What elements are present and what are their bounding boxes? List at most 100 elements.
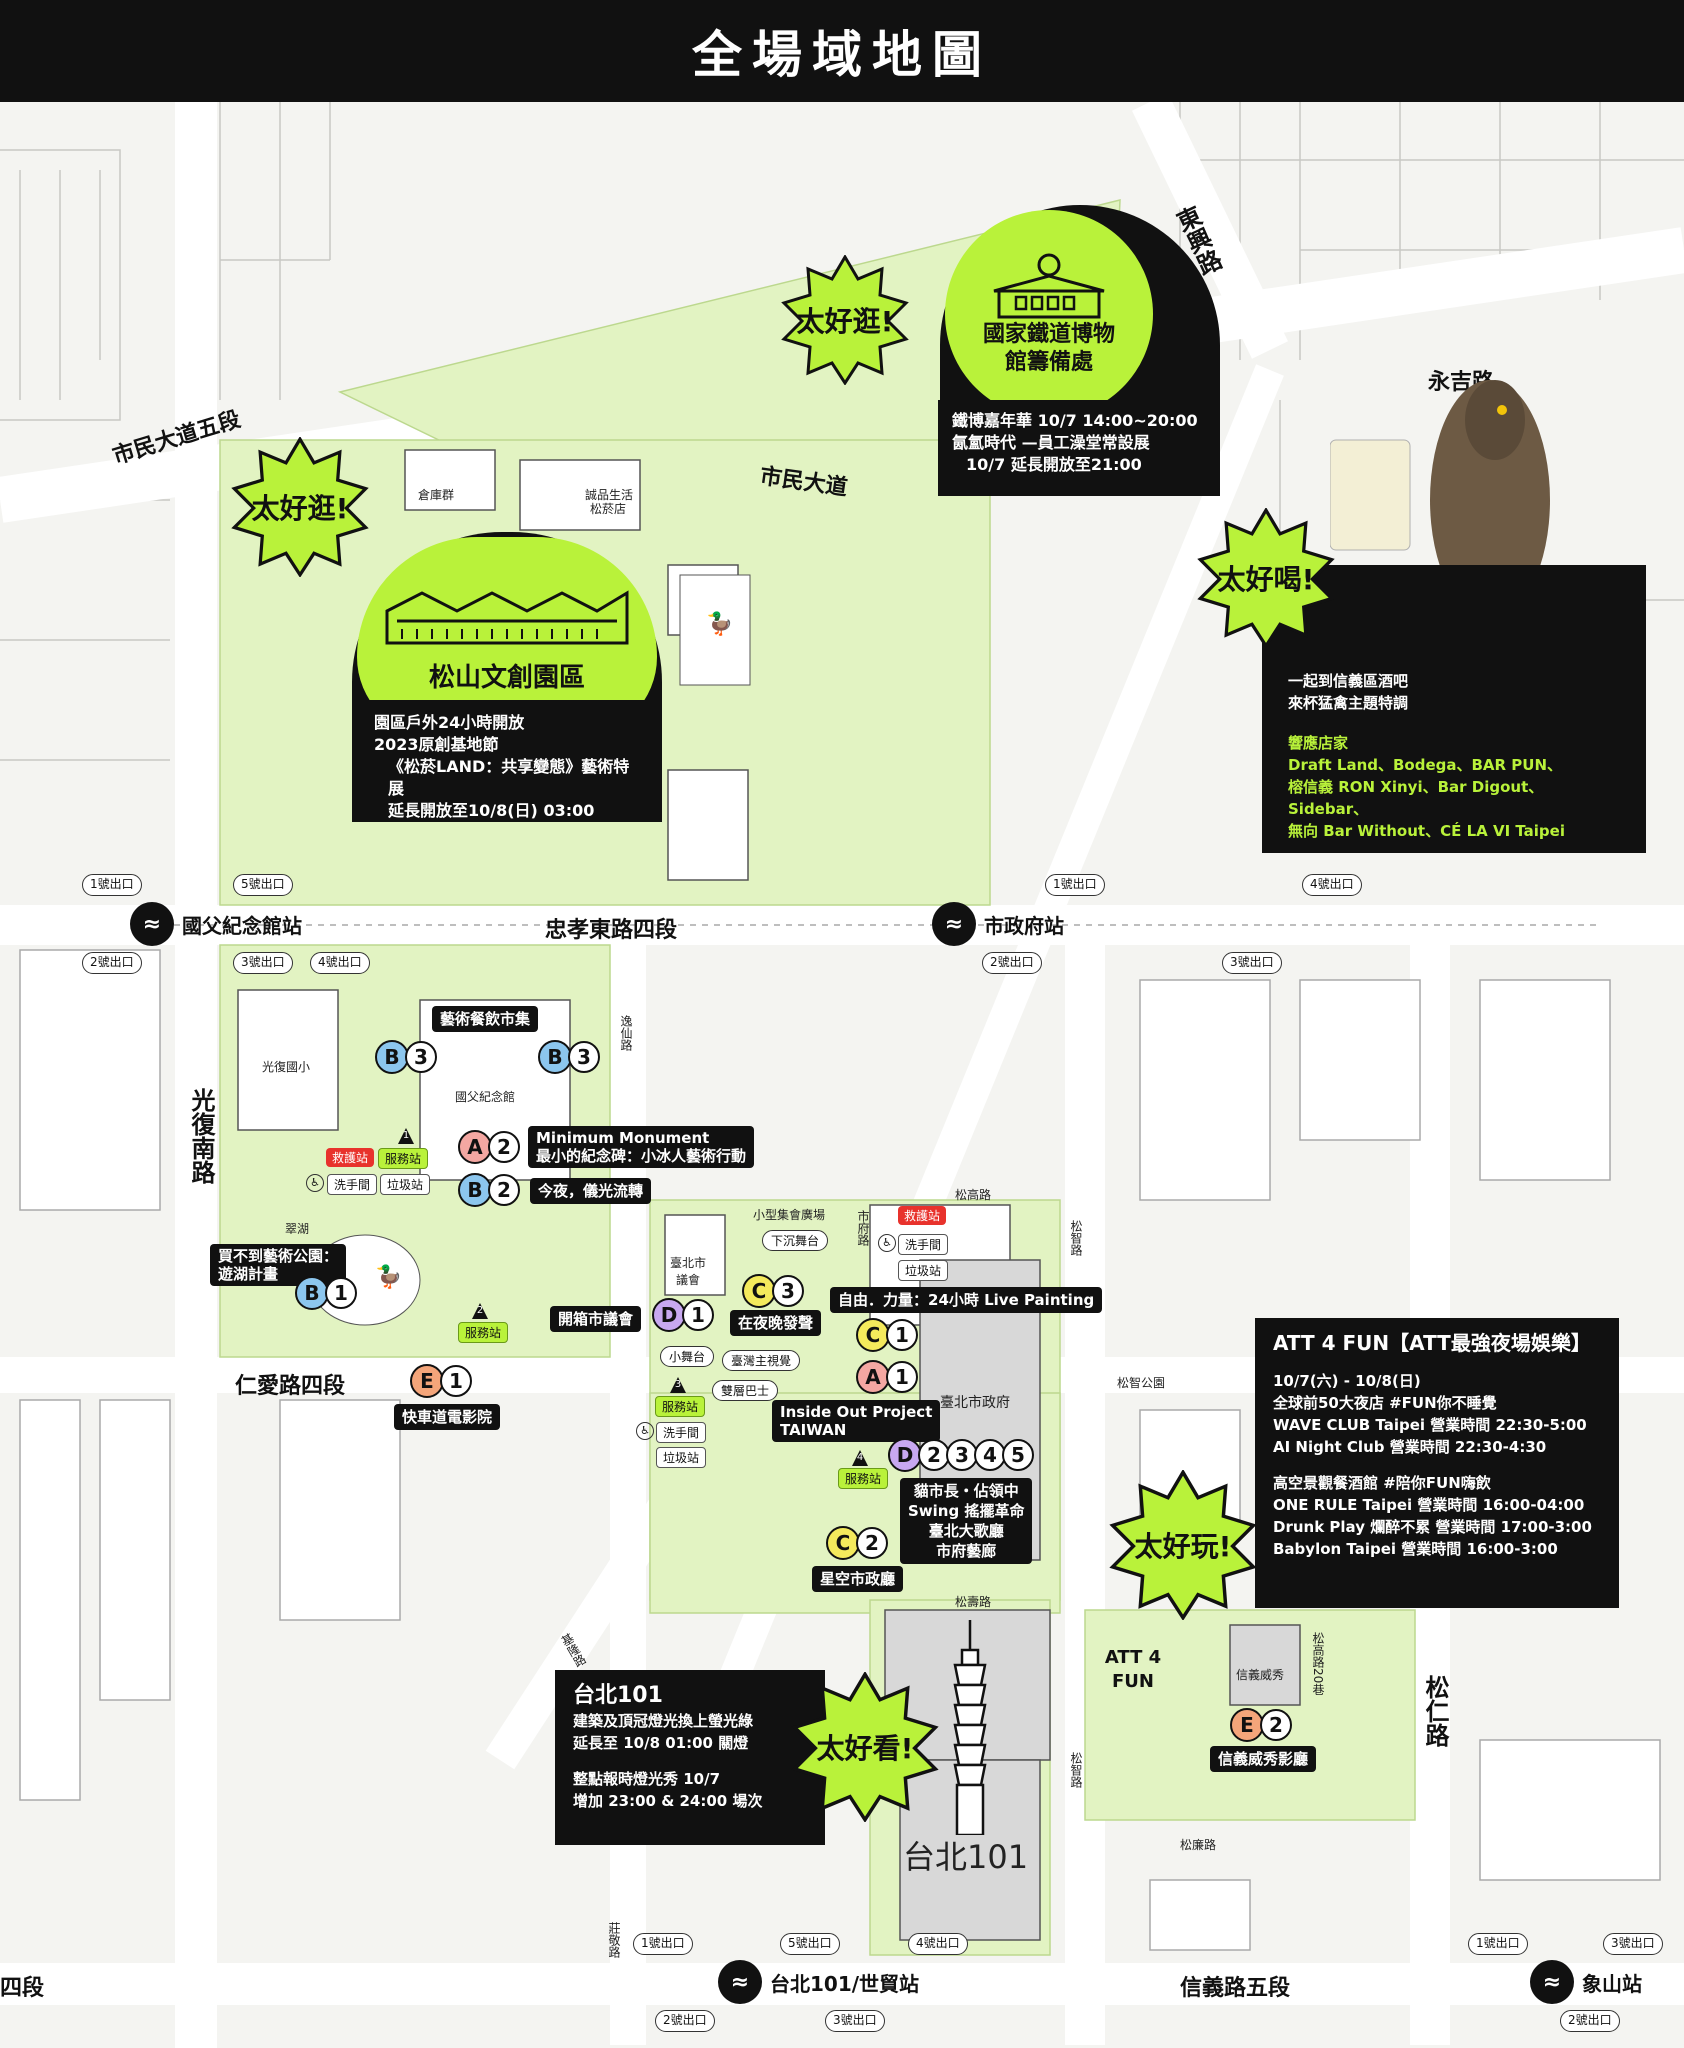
street-xinyi-5: 信義路五段	[1180, 1976, 1291, 2001]
point-C3[interactable]: C 3	[742, 1274, 804, 1308]
street-songren: 松仁路	[1421, 1675, 1449, 1747]
badge-number: 2	[856, 1527, 888, 1559]
badge-number: 1	[325, 1277, 357, 1309]
point-B3-right[interactable]: B 3	[538, 1040, 600, 1074]
badge-letter: A	[856, 1360, 890, 1394]
exit-label: 1號出口	[1045, 874, 1105, 896]
bar-line1: 一起到信義區酒吧	[1288, 672, 1409, 690]
point-C1[interactable]: C 1	[856, 1318, 918, 1352]
badge-letter: D	[888, 1438, 922, 1472]
rail-museum-line3: 10/7 延長開放至21:00	[966, 455, 1142, 474]
badge-number: 2	[918, 1439, 950, 1471]
station-name: 台北101/世貿站	[770, 1971, 920, 1996]
badge-letter: E	[410, 1364, 444, 1398]
d-program-list[interactable]: 貓市長・佔領中 Swing 搖擺革命 臺北大歌廳 市府藝廊	[900, 1478, 1033, 1564]
att-l8: Babylon Taipei 營業時間 16:00-3:00	[1273, 1540, 1558, 1558]
trash-label[interactable]: 垃圾站	[656, 1447, 707, 1468]
lake-tour-label[interactable]: 買不到藝術公園： 遊湖計畫	[210, 1244, 347, 1286]
star-hall-label[interactable]: 星空市政廳	[812, 1566, 904, 1592]
point-E2[interactable]: E 2	[1230, 1708, 1292, 1742]
min-monument-label[interactable]: Minimum Monument 最小的紀念碑：小冰人藝術行動	[528, 1126, 755, 1168]
fast-lane-cinema-label[interactable]: 快車道電影院	[394, 1404, 501, 1430]
badge-letter: B	[538, 1040, 572, 1074]
exit-label: 1號出口	[633, 1933, 693, 1955]
badge-number: 1	[682, 1299, 714, 1331]
point-C2[interactable]: C 2	[826, 1526, 888, 1560]
rescue-station[interactable]: 救護站	[898, 1206, 947, 1225]
songshan-line4: 延長開放至10/8(日) 03:00	[388, 801, 595, 820]
att-title: ATT 4 FUN【ATT最強夜場娛樂】	[1273, 1331, 1591, 1355]
xinyi-cinema-label[interactable]: 信義威秀影廳	[1210, 1746, 1317, 1772]
wheelchair-icon: ♿	[306, 1174, 324, 1192]
burst-stroll-rail: 太好逛!	[780, 255, 910, 385]
rescue-station[interactable]: 救護站	[326, 1148, 375, 1167]
night-voice-label[interactable]: 在夜晚發聲	[730, 1310, 822, 1336]
att-l4: AI Night Club 營業時間 22:30-4:30	[1273, 1438, 1547, 1456]
exit-label: 2號出口	[982, 952, 1042, 974]
badge-letter: E	[1230, 1708, 1264, 1742]
taiwan-vision-label: 臺灣主視覺	[722, 1350, 801, 1371]
service-station-3[interactable]: 服務站	[655, 1396, 706, 1417]
warehouse-label: 倉庫群	[418, 488, 455, 502]
point-B1[interactable]: B 1	[295, 1276, 357, 1310]
taipei101-info-box: 台北101 建築及頂冠燈光換上螢光綠 延長至 10/8 01:00 關燈 整點報…	[555, 1670, 825, 1845]
street-shifu: 市府路	[856, 1210, 870, 1246]
station-taipei101[interactable]: ≈ 台北101/世貿站	[718, 1960, 919, 2004]
songshan-name: 松山文創園區	[428, 662, 585, 693]
point-A2[interactable]: A 2	[458, 1130, 520, 1164]
street-guangfu-s: 光復南路	[187, 1088, 215, 1184]
station-city-hall[interactable]: ≈ 市政府站	[932, 902, 1064, 946]
bar-info-box: 一起到信義區酒吧 來杯猛禽主題特調 響應店家 Draft Land、Bodega…	[1262, 565, 1646, 853]
toilet-label[interactable]: 洗手間	[327, 1174, 378, 1195]
tonight-label[interactable]: 今夜，儀光流轉	[530, 1178, 652, 1204]
eslite-label: 誠品生活	[585, 488, 634, 502]
burst-see: 太好看!	[790, 1672, 940, 1822]
exit-label: 1號出口	[82, 874, 142, 896]
exit-label: 4號出口	[1302, 874, 1362, 896]
toilet-label[interactable]: 洗手間	[898, 1234, 949, 1255]
songzhi-park-label: 松智公園	[1117, 1376, 1166, 1390]
station-xiangshan[interactable]: ≈ 象山站	[1530, 1960, 1642, 2004]
trash-label[interactable]: 垃圾站	[380, 1174, 431, 1195]
xinyi-show-label: 信義威秀	[1236, 1668, 1285, 1682]
lake-tour-line1: 買不到藝術公園：	[218, 1247, 339, 1265]
point-D1[interactable]: D 1	[652, 1298, 714, 1332]
service-station-4[interactable]: 服務站	[838, 1468, 889, 1489]
taipei101-tower-icon	[953, 1620, 987, 1835]
exit-label: 3號出口	[825, 2010, 885, 2032]
badge-letter: A	[458, 1130, 492, 1164]
att-map-label[interactable]: ATT 4 FUN	[1104, 1647, 1162, 1692]
council-label: 臺北市議會	[669, 1256, 706, 1287]
inside-out-label[interactable]: Inside Out Project TAIWAN	[772, 1400, 941, 1442]
service-station-2[interactable]: 服務站	[458, 1322, 509, 1343]
point-B3-left[interactable]: B 3	[375, 1040, 437, 1074]
duck-icon: 🦆	[375, 1265, 403, 1290]
service-station-1[interactable]: 服務站	[378, 1148, 429, 1169]
burst-stroll-songshan: 太好逛!	[230, 437, 370, 577]
rail-museum-info: 鐵博嘉年華 10/7 14:00~20:00 氤氳時代 —員工澡堂常設展 10/…	[938, 400, 1220, 496]
unbox-council-label[interactable]: 開箱市議會	[550, 1306, 642, 1332]
badge-letter: D	[652, 1298, 686, 1332]
songshan-info: 園區戶外24小時開放 2023原創基地節 《松菸LAND：共享變態》藝術特展 延…	[352, 700, 662, 822]
live-painting-label[interactable]: 自由．力量：24小時 Live Painting	[830, 1287, 1103, 1313]
box101-l3: 整點報時燈光秀 10/7	[573, 1770, 721, 1788]
badge-number: 3	[405, 1041, 437, 1073]
street-songzhi2: 松智路	[1069, 1752, 1083, 1788]
point-A1[interactable]: A 1	[856, 1360, 918, 1394]
toilet-label[interactable]: 洗手間	[656, 1422, 707, 1443]
page-title: 全場域地圖	[692, 26, 992, 84]
point-D2345[interactable]: D 2 3 4 5	[888, 1438, 1034, 1472]
exit-label: 4號出口	[310, 952, 370, 974]
taipei101-map-label: 台北101	[903, 1838, 1029, 1876]
att-l1: 10/7(六) - 10/8(日)	[1273, 1372, 1421, 1390]
art-market-label[interactable]: 藝術餐飲市集	[432, 1006, 539, 1032]
bar-shops3: 無向 Bar Without、CÉ LA VI Taipei	[1288, 822, 1565, 840]
d-list-2: Swing 搖擺革命	[908, 1502, 1025, 1520]
att-l5: 高空景觀餐酒館 #陪你FUN嗨飲	[1273, 1474, 1491, 1492]
point-E1[interactable]: E 1	[410, 1364, 472, 1398]
point-B2[interactable]: B 2	[458, 1173, 520, 1207]
trash-label[interactable]: 垃圾站	[898, 1260, 949, 1281]
mrt-logo-icon: ≈	[1530, 1960, 1574, 2004]
station-sun-yat-sen[interactable]: ≈ 國父紀念館站	[130, 902, 302, 946]
burst-stroll-text: 太好逛!	[251, 492, 349, 525]
